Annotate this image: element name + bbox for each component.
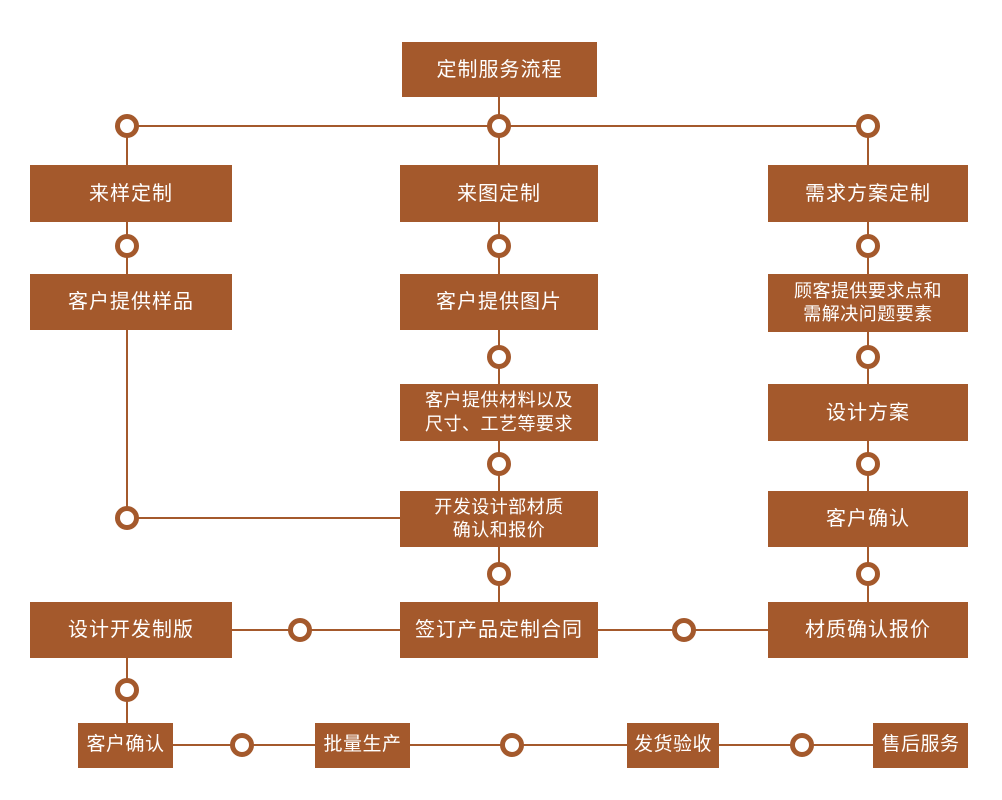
junction-ring-icon (115, 506, 139, 530)
junction-ring-icon (856, 234, 880, 258)
junction-ring-icon (487, 452, 511, 476)
junction-ring-icon (856, 452, 880, 476)
junction-ring-icon (856, 114, 880, 138)
junction-ring-icon (115, 234, 139, 258)
connector-line (126, 126, 128, 166)
junction-ring-icon (230, 733, 254, 757)
junction-ring-icon (487, 562, 511, 586)
junction-ring-icon (487, 234, 511, 258)
node-requirement-plan-custom: 需求方案定制 (768, 165, 968, 222)
node-design-dev-plate: 设计开发制版 (30, 602, 232, 658)
junction-ring-icon (790, 733, 814, 757)
junction-ring-icon (115, 114, 139, 138)
junction-ring-icon (487, 345, 511, 369)
node-customer-provides-requirements: 顾客提供要求点和 需解决问题要素 (768, 274, 968, 332)
connector-line (127, 517, 400, 519)
node-customer-provides-image: 客户提供图片 (400, 274, 598, 330)
junction-ring-icon (115, 678, 139, 702)
node-dev-design-confirm-quote: 开发设计部材质 确认和报价 (400, 491, 598, 547)
junction-ring-icon (856, 345, 880, 369)
node-customer-provides-materials: 客户提供材料以及 尺寸、工艺等要求 (400, 384, 598, 441)
node-image-custom: 来图定制 (400, 165, 598, 222)
node-after-sales-service: 售后服务 (873, 723, 968, 768)
connector-line (867, 126, 869, 166)
node-delivery-inspection: 发货验收 (627, 723, 719, 768)
node-material-confirm-quote: 材质确认报价 (768, 602, 968, 658)
junction-ring-icon (500, 733, 524, 757)
node-customer-provides-sample: 客户提供样品 (30, 274, 232, 330)
node-customer-confirm-right: 客户确认 (768, 491, 968, 547)
connector-line (126, 330, 128, 518)
junction-ring-icon (856, 562, 880, 586)
node-customer-confirm-final: 客户确认 (78, 723, 173, 768)
junction-ring-icon (288, 618, 312, 642)
node-custom-service-process: 定制服务流程 (402, 42, 597, 97)
junction-ring-icon (487, 114, 511, 138)
node-design-plan: 设计方案 (768, 384, 968, 441)
connector-line (232, 629, 400, 631)
node-sample-custom: 来样定制 (30, 165, 232, 222)
junction-ring-icon (672, 618, 696, 642)
node-batch-production: 批量生产 (315, 723, 410, 768)
node-sign-contract: 签订产品定制合同 (400, 602, 598, 658)
